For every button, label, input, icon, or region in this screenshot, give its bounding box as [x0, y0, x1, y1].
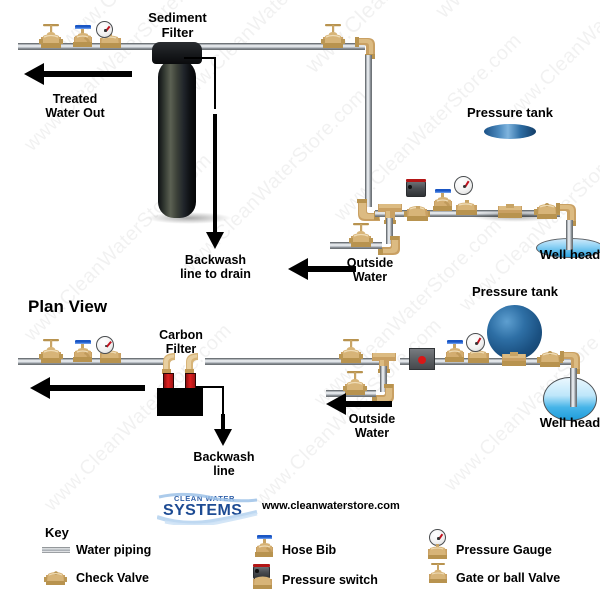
- pipe-plan-mid: [205, 358, 380, 365]
- sediment-filter-tank: [158, 58, 196, 218]
- key-label-gate-ball-valve: Gate or ball Valve: [456, 571, 561, 585]
- backwash-leader-h-plan: [196, 386, 224, 388]
- water-piping-icon: [42, 547, 70, 553]
- gate-ball-valve-icon: [36, 338, 66, 364]
- gate-ball-valve-icon: [340, 370, 370, 396]
- pipe-top-right: [330, 43, 365, 50]
- gate-ball-valve-icon: [36, 23, 66, 49]
- plan-view-title: Plan View: [28, 297, 108, 316]
- pressure-tank-elevation: [484, 131, 536, 213]
- backwash-arrow-elevation: [206, 114, 224, 249]
- gate-ball-valve-icon: [426, 562, 452, 584]
- carbon-filter-body: [157, 388, 203, 416]
- svg-text:CLEAN WATER: CLEAN WATER: [174, 494, 235, 503]
- outside-water-label-plan: Outside Water: [348, 412, 396, 440]
- sediment-filter-head: [152, 42, 202, 64]
- pipe-elbow-icon: [372, 384, 394, 404]
- pressure-tank-label-elevation: Pressure tank: [467, 105, 553, 120]
- hose-bib-icon: [252, 535, 278, 559]
- sediment-filter-label: Sediment Filter: [148, 10, 207, 40]
- pressure-switch-lid: [406, 179, 426, 182]
- pressure-gauge-dial: [96, 336, 114, 354]
- pressure-switch-knob: [408, 185, 412, 189]
- pressure-gauge-icon: [426, 544, 450, 560]
- company-logo[interactable]: CLEAN WATER SYSTEMS: [156, 491, 259, 527]
- pressure-tank-label-plan: Pressure tank: [472, 284, 558, 299]
- key-label-hose-bib: Hose Bib: [282, 543, 337, 557]
- hose-bib-icon: [69, 340, 97, 364]
- gate-ball-valve-icon: [318, 23, 348, 49]
- key-label-check-valve: Check Valve: [76, 571, 149, 585]
- pipe-outside-branch-v: [386, 218, 393, 244]
- hose-bib-icon: [429, 189, 457, 213]
- pipe-plan-left: [18, 358, 168, 365]
- key-title: Key: [45, 525, 69, 540]
- gate-ball-valve-icon: [336, 338, 366, 364]
- pressure-switch-indicator: [418, 356, 426, 364]
- hose-bib-icon: [441, 340, 469, 364]
- check-valve-icon: [44, 569, 68, 585]
- well-head-label-elevation: Well head: [539, 247, 600, 262]
- pressure-gauge-icon: [453, 194, 481, 216]
- website-url[interactable]: www.cleanwaterstore.com: [262, 500, 400, 512]
- pipe-well-drop-elevation-2: [566, 238, 573, 250]
- treated-water-out-label: Treated Water Out: [45, 92, 105, 120]
- hose-bib-icon: [69, 25, 97, 49]
- pipe-tee-icon: [498, 204, 522, 224]
- pressure-tank-plan: [487, 305, 542, 360]
- key-label-pressure-gauge: Pressure Gauge: [456, 543, 552, 557]
- pipe-tee-icon: [502, 352, 526, 372]
- backwash-line-to-drain-label: Backwash line to drain: [180, 253, 251, 281]
- outside-water-label-elevation: Outside Water: [346, 256, 394, 284]
- key-label-pressure-switch: Pressure switch: [282, 573, 378, 587]
- well-head-label-plan: Well head: [539, 415, 600, 430]
- backwash-leader-v-plan: [222, 386, 224, 414]
- pipe-elbow-icon: [378, 236, 400, 256]
- pressure-gauge-dial: [466, 333, 485, 352]
- pressure-switch-knob: [255, 569, 259, 573]
- watermark: www.CleanWaterStore.com: [175, 84, 372, 281]
- key-label-water-piping: Water piping: [76, 543, 152, 557]
- watermark: www.CleanWaterStore.com: [430, 0, 600, 23]
- carbon-filter-label: Carbon Filter: [159, 328, 203, 356]
- pipe-riser-vertical: [365, 55, 372, 207]
- pressure-tank-top-elevation: [484, 124, 536, 139]
- pressure-switch-lid: [253, 564, 270, 567]
- pressure-switch-base: [404, 198, 432, 222]
- backwash-leader-h: [184, 57, 216, 59]
- pressure-switch-icon: [406, 181, 426, 197]
- pressure-gauge-dial: [96, 21, 113, 38]
- pressure-switch-base: [251, 576, 275, 590]
- carbon-filter-outlet-elbow: [184, 352, 200, 374]
- backwash-arrow-plan: [214, 414, 232, 446]
- pipe-well-drop-plan-2: [570, 377, 577, 407]
- backwash-line-label-plan: Backwash line: [193, 450, 255, 478]
- carbon-filter-inlet-elbow: [161, 352, 177, 374]
- pipe-outside-branch-v-plan: [380, 366, 387, 392]
- pressure-gauge-dial: [454, 176, 473, 195]
- gate-ball-valve-icon: [346, 222, 376, 248]
- pipe-well-drop-elevation: [566, 220, 573, 248]
- backwash-leader-v: [214, 57, 216, 109]
- svg-text:SYSTEMS: SYSTEMS: [163, 502, 242, 519]
